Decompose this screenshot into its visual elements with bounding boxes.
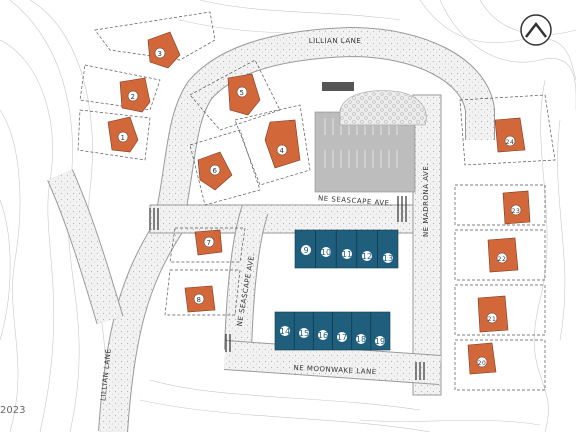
townhome-13[interactable]: 13 — [383, 253, 393, 263]
townhome-16[interactable]: 16 — [318, 330, 328, 340]
townhome-18[interactable]: 18 — [356, 334, 366, 344]
pebble-plaza — [339, 90, 427, 126]
home-6-label: 6 — [213, 167, 218, 175]
home-5-label: 5 — [240, 89, 245, 97]
home-3[interactable]: 3 — [147, 31, 181, 69]
townhome-14-label: 14 — [280, 327, 290, 336]
townhome-17-label: 17 — [337, 333, 347, 342]
home-21[interactable]: 21 — [477, 295, 509, 333]
home-7[interactable]: 7 — [194, 229, 223, 256]
home-4-label: 4 — [280, 147, 285, 155]
home-23-label: 23 — [512, 208, 521, 215]
home-22[interactable]: 22 — [487, 237, 519, 273]
townhomes-south: 14 15 16 17 18 19 — [274, 311, 391, 351]
townhome-19[interactable]: 19 — [375, 336, 385, 346]
home-1-label: 1 — [121, 134, 126, 142]
townhome-13-label: 13 — [383, 254, 393, 263]
home-5[interactable]: 5 — [227, 73, 261, 116]
home-2[interactable]: 2 — [119, 77, 151, 113]
townhome-12[interactable]: 12 — [362, 251, 372, 261]
home-20[interactable]: 20 — [467, 342, 497, 375]
home-7-label: 7 — [207, 239, 212, 247]
townhome-19-label: 19 — [375, 337, 385, 346]
townhome-12-label: 12 — [362, 252, 372, 261]
street-label-madrona-ave: NE MADRONA AVE. — [422, 163, 430, 237]
home-21-label: 21 — [488, 316, 497, 323]
home-8-label: 8 — [197, 296, 202, 304]
townhome-16-label: 16 — [318, 331, 328, 340]
lot-lines — [77, 11, 556, 391]
home-24[interactable]: 24 — [494, 117, 526, 153]
townhome-17[interactable]: 17 — [337, 332, 347, 342]
home-22-label: 22 — [498, 256, 507, 263]
townhome-18-label: 18 — [356, 335, 366, 344]
townhome-10[interactable]: 10 — [321, 247, 331, 257]
townhomes-north: 9 10 11 12 13 — [294, 229, 399, 269]
home-24-label: 24 — [506, 139, 515, 146]
copyright-year: 2023 — [0, 405, 25, 416]
home-2-label: 2 — [131, 93, 136, 101]
home-6[interactable]: 6 — [197, 151, 233, 191]
parking-lot — [314, 82, 416, 193]
home-3-label: 3 — [158, 50, 163, 58]
townhome-15-label: 15 — [299, 329, 309, 338]
townhome-10-label: 10 — [321, 248, 331, 257]
home-1[interactable]: 1 — [107, 116, 139, 153]
townhome-15[interactable]: 15 — [299, 328, 309, 338]
north-arrow-icon — [520, 14, 552, 46]
home-lots: 1 2 3 4 5 6 7 — [107, 31, 531, 375]
home-8[interactable]: 8 — [184, 285, 216, 313]
townhome-11[interactable]: 11 — [342, 249, 352, 259]
home-4[interactable]: 4 — [264, 119, 301, 169]
townhome-9[interactable]: 9 — [301, 245, 311, 255]
street-label-lillian-lane-top: LILLIAN LANE — [309, 37, 362, 45]
townhome-9-label: 9 — [303, 246, 308, 255]
home-20-label: 20 — [478, 360, 487, 367]
home-23[interactable]: 23 — [502, 190, 531, 225]
townhome-14[interactable]: 14 — [280, 326, 290, 336]
townhome-11-label: 11 — [342, 250, 352, 259]
